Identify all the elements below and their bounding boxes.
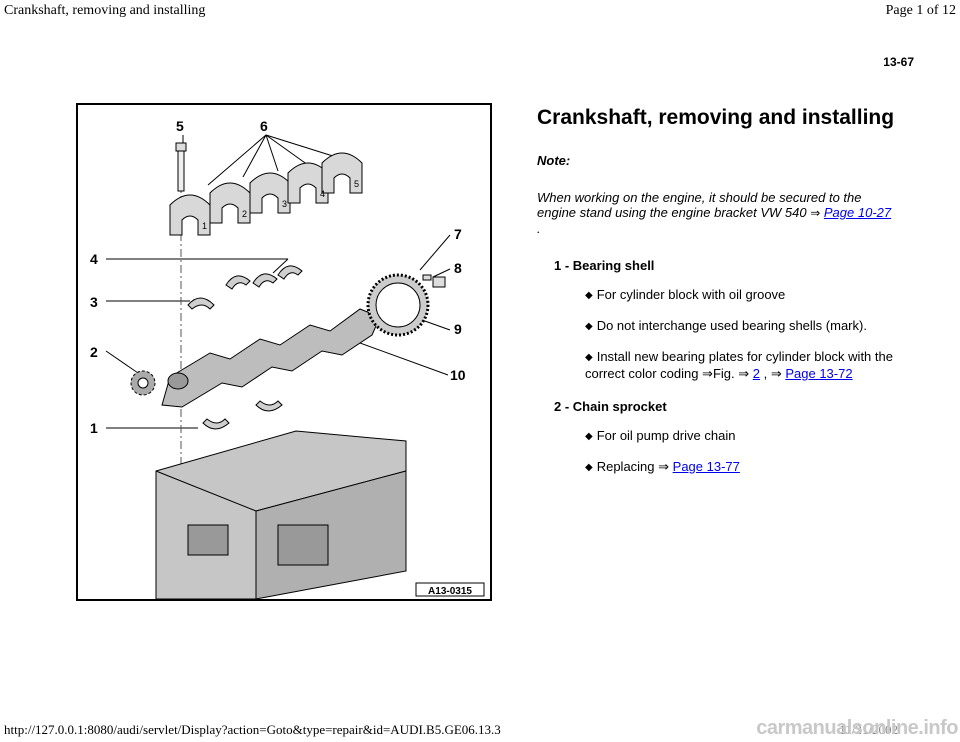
callout-1: 1 (90, 420, 98, 436)
leader-line-6a (207, 134, 267, 186)
bullet-text: Install new bearing plates for cylinder … (585, 349, 893, 381)
cap-numbers: 1 2 3 4 5 (202, 179, 359, 231)
leader-line-2 (105, 350, 139, 374)
item-heading-chain-sprocket: 2 - Chain sprocket (554, 399, 667, 414)
bullet-text: For cylinder block with oil groove (596, 287, 786, 302)
footer-date: 11/21/2002 (839, 722, 898, 737)
note-label: Note: (537, 153, 571, 168)
list-item: ◆Install new bearing plates for cylinder… (585, 349, 897, 381)
bullet-text: For oil pump drive chain (596, 428, 736, 443)
cap-number-2: 2 (242, 209, 247, 219)
note-period: . (537, 221, 541, 236)
chain-sprocket-part (130, 370, 156, 396)
page-link-10-27[interactable]: Page 10-27 (823, 205, 892, 220)
diamond-bullet-icon: ◆ (585, 290, 593, 301)
callout-3: 3 (90, 294, 98, 310)
bullet-text-mid: , ⇒ (763, 366, 782, 381)
note-text: When working on the engine, it should be… (537, 190, 897, 236)
diamond-bullet-icon: ◆ (585, 462, 593, 473)
leader-line-8 (432, 268, 451, 278)
document-title: Crankshaft, removing and installing (4, 3, 206, 18)
list-item: ◆Do not interchange used bearing shells … (585, 318, 897, 335)
pin-parts (422, 274, 446, 288)
callout-5: 5 (176, 118, 184, 134)
cylinder-block-part (155, 430, 407, 599)
cap-number-4: 4 (320, 189, 325, 199)
bearing-shell-bullets: ◆For cylinder block with oil groove ◆Do … (585, 287, 897, 381)
callout-7: 7 (454, 226, 462, 242)
callout-8: 8 (454, 260, 462, 276)
callout-numbers: 1 2 3 4 5 6 7 8 9 10 (90, 118, 466, 436)
figure-code: A13-0315 (428, 586, 472, 597)
cap-number-5: 5 (354, 179, 359, 189)
bolt-part (175, 142, 187, 192)
chain-sprocket-bullets: ◆For oil pump drive chain ◆Replacing ⇒ P… (585, 428, 897, 476)
gear-wheel-part (366, 273, 430, 337)
callout-2: 2 (90, 344, 98, 360)
leader-line-7 (419, 234, 451, 271)
list-item: ◆For cylinder block with oil groove (585, 287, 897, 304)
cap-number-3: 3 (282, 199, 287, 209)
callout-4: 4 (90, 251, 98, 267)
footer-url: http://127.0.0.1:8080/audi/servlet/Displ… (4, 722, 501, 737)
watermark-logo: carmanualsonline.info (756, 717, 958, 739)
page-link-13-72[interactable]: Page 13-72 (785, 366, 853, 381)
note-body: When working on the engine, it should be… (537, 190, 862, 220)
crankshaft-part (161, 308, 381, 408)
section-title: Crankshaft, removing and installing (537, 106, 895, 129)
diamond-bullet-icon: ◆ (585, 321, 593, 332)
item-heading-bearing-shell: 1 - Bearing shell (554, 258, 655, 273)
upper-bearing-shells (187, 265, 303, 310)
list-item: ◆For oil pump drive chain (585, 428, 897, 445)
list-item: ◆Replacing ⇒ Page 13-77 (585, 459, 897, 476)
diamond-bullet-icon: ◆ (585, 352, 593, 363)
callout-9: 9 (454, 321, 462, 337)
crankshaft-illustration: 1 2 3 4 5 (90, 118, 485, 599)
fig-link-2[interactable]: 2 (752, 366, 760, 381)
exploded-view-figure: 1 2 3 4 5 (76, 103, 492, 601)
arrow-icon: ⇒ (810, 206, 821, 220)
callout-6: 6 (260, 118, 268, 134)
page-indicator: Page 1 of 12 (885, 3, 956, 18)
bullet-text: Replacing ⇒ (596, 459, 670, 474)
page-number: 13-67 (883, 55, 914, 69)
page-link-13-77[interactable]: Page 13-77 (672, 459, 740, 474)
bearing-caps (169, 152, 363, 236)
lower-bearing-shells (202, 400, 283, 430)
content-column: Crankshaft, removing and installing Note… (537, 105, 897, 476)
bullet-text: Do not interchange used bearing shells (… (596, 318, 867, 333)
diamond-bullet-icon: ◆ (585, 431, 593, 442)
cap-number-1: 1 (202, 221, 207, 231)
figure-code-box: A13-0315 (415, 582, 485, 597)
callout-10: 10 (450, 367, 466, 383)
